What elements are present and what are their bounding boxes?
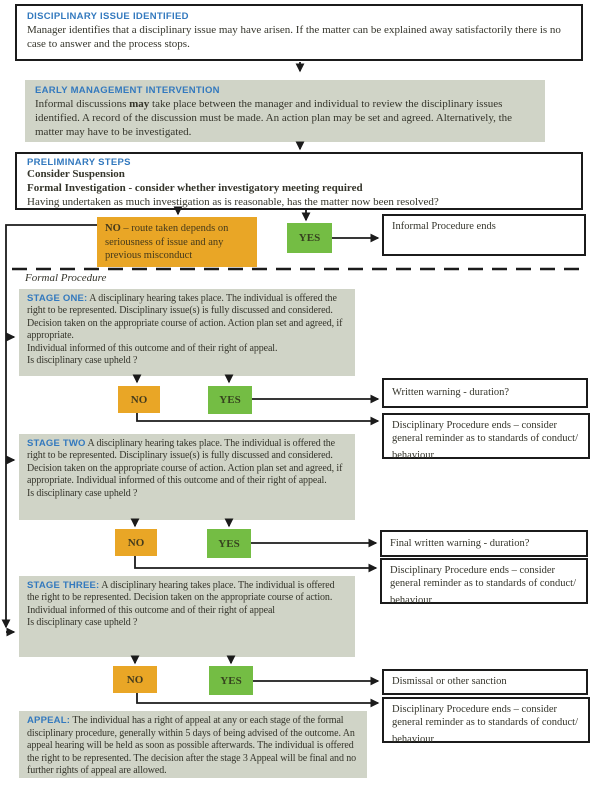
stage-three-body: A disciplinary hearing takes place. The …: [27, 580, 335, 616]
appeal-box: APPEAL: The individual has a right of ap…: [19, 711, 367, 778]
stage-two-body: A disciplinary hearing takes place. The …: [27, 438, 343, 487]
disciplinary-issue-box: DISCIPLINARY ISSUE IDENTIFIED Manager id…: [15, 4, 583, 61]
stage-two-heading: STAGE TWO: [27, 438, 86, 449]
appeal-heading: APPEAL:: [27, 715, 71, 726]
preliminary-question-line: Having undertaken as much investigation …: [27, 195, 439, 208]
procedure-ends-line3: behaviour: [392, 449, 434, 461]
early-intervention-body: Informal discussions may take place betw…: [35, 98, 535, 140]
procedure-ends-line1: Disciplinary Procedure ends – consider: [390, 565, 556, 576]
formal-investigation-line: Formal Investigation - consider whether …: [27, 181, 363, 194]
dismissal-box: Dismissal or other sanction: [382, 669, 588, 695]
procedure-ends-box-1: Disciplinary Procedure ends – consider g…: [382, 413, 590, 461]
stage-three-heading: STAGE THREE:: [27, 580, 100, 591]
early-body-pre: Informal discussions: [35, 98, 127, 110]
no-route-box: NO – route taken depends on seriousness …: [97, 217, 257, 267]
stage-three-no-box: NO: [113, 666, 157, 693]
procedure-ends-line1: Disciplinary Procedure ends – consider: [392, 704, 558, 715]
procedure-ends-line3: behaviour: [392, 733, 434, 745]
arrow-no-to-procedure-ends-2: [134, 556, 378, 573]
stage-three-question: Is disciplinary case upheld ?: [27, 617, 138, 629]
informal-procedure-ends-box: Informal Procedure ends: [382, 214, 586, 256]
stage-two-question: Is disciplinary case upheld ?: [27, 487, 138, 499]
preliminary-steps-box: PRELIMINARY STEPS Consider Suspension Fo…: [15, 152, 583, 210]
formal-procedure-label: Formal Procedure: [25, 272, 107, 284]
yes-box-preliminary: YES: [287, 223, 332, 253]
procedure-ends-line3: behaviour: [390, 594, 432, 606]
arrow-no-to-procedure-ends-3: [136, 693, 380, 708]
procedure-ends-line2: general reminder as to standards of cond…: [392, 433, 579, 445]
stage-one-box: STAGE ONE: A disciplinary hearing takes …: [19, 289, 355, 376]
stage-one-no-box: NO: [118, 386, 160, 413]
stage-one-paragraph: STAGE ONE: A disciplinary hearing takes …: [27, 293, 347, 343]
early-intervention-box: EARLY MANAGEMENT INTERVENTION Informal d…: [25, 80, 545, 142]
no-route-text: – route taken depends on seriousness of …: [105, 223, 229, 262]
procedure-ends-box-2: Disciplinary Procedure ends – consider g…: [380, 558, 588, 606]
final-written-warning-box: Final written warning - duration?: [380, 530, 588, 557]
stage-two-paragraph: STAGE TWO A disciplinary hearing takes p…: [27, 438, 347, 488]
stage-one-line2: Individual informed of this outcome and …: [27, 342, 278, 354]
arrow-no-to-procedure-ends-1: [136, 413, 380, 426]
stage-one-yes-box: YES: [208, 386, 252, 414]
procedure-ends-line1: Disciplinary Procedure ends – consider: [392, 420, 558, 431]
stage-two-box: STAGE TWO A disciplinary hearing takes p…: [19, 434, 355, 520]
early-intervention-heading: EARLY MANAGEMENT INTERVENTION: [35, 85, 220, 96]
preliminary-steps-heading: PRELIMINARY STEPS: [27, 157, 131, 168]
disciplinary-issue-heading: DISCIPLINARY ISSUE IDENTIFIED: [27, 11, 189, 22]
stage-three-box: STAGE THREE: A disciplinary hearing take…: [19, 576, 355, 657]
stage-one-heading: STAGE ONE:: [27, 293, 88, 304]
early-body-bold: may: [129, 98, 150, 110]
early-body-post: take place between the manager and indiv…: [35, 98, 513, 138]
stage-three-yes-box: YES: [209, 666, 253, 695]
informal-procedure-ends-text: Informal Procedure ends: [392, 221, 496, 232]
procedure-ends-box-3: Disciplinary Procedure ends – consider g…: [382, 697, 590, 745]
appeal-body: The individual has a right of appeal at …: [27, 715, 357, 776]
rail-no-route: [1, 224, 97, 629]
no-route-label: NO: [105, 223, 121, 234]
stage-three-paragraph: STAGE THREE: A disciplinary hearing take…: [27, 580, 347, 617]
procedure-ends-line2: general reminder as to standards of cond…: [390, 578, 577, 590]
stage-one-question: Is disciplinary case upheld ?: [27, 354, 138, 366]
consider-suspension-line: Consider Suspension: [27, 168, 125, 180]
written-warning-box: Written warning - duration?: [382, 378, 588, 408]
disciplinary-issue-body: Manager identifies that a disciplinary i…: [27, 24, 561, 50]
stage-two-yes-box: YES: [207, 529, 251, 558]
stage-two-no-box: NO: [115, 529, 157, 556]
procedure-ends-line2: general reminder as to standards of cond…: [392, 717, 579, 729]
